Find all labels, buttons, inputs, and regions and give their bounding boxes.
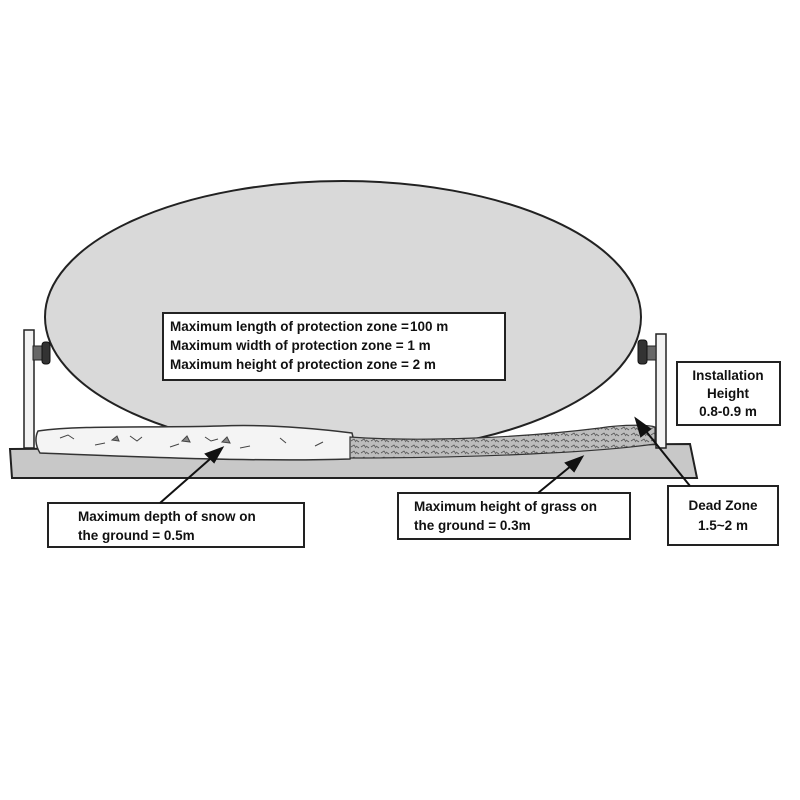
protection-zone-box — [162, 312, 506, 381]
grass-height-label-line2: the ground = 0.3m — [414, 518, 531, 533]
grass-height-box — [397, 492, 631, 540]
dead-zone-value: 1.5~2 m — [698, 518, 748, 533]
max-height-label: Maximum height of protection zone = 2 m — [170, 357, 436, 372]
max-width-label: Maximum width of protection zone = 1 m — [170, 338, 431, 353]
snow-depth-box — [47, 502, 305, 548]
snow-layer — [35, 424, 355, 461]
max-length-label: Maximum length of protection zone = 100 … — [170, 319, 448, 334]
dead-zone-label: Dead Zone — [688, 498, 758, 513]
pointer-arrows — [159, 416, 691, 504]
installation-label: Installation — [692, 368, 763, 383]
dead-zone-box — [667, 485, 779, 546]
grass-layer — [349, 424, 656, 459]
installation-height-label: Height — [707, 386, 750, 401]
right-sensor-post — [637, 333, 667, 449]
grass-arrowhead — [564, 455, 585, 473]
snow-texture — [59, 434, 324, 449]
grass-height-label-line1: Maximum height of grass on — [414, 499, 597, 514]
left-sensor-post — [23, 329, 51, 449]
dead-zone-arrow — [640, 424, 691, 487]
snow-arrow — [159, 451, 219, 504]
snow-depth-label-line2: the ground = 0.5m — [78, 528, 195, 543]
dead-zone-arrowhead — [634, 416, 652, 438]
snow-depth-label-line1: Maximum depth of snow on — [78, 509, 256, 524]
installation-height-box — [676, 361, 781, 426]
installation-height-value: 0.8-0.9 m — [699, 404, 757, 419]
snow-arrowhead — [204, 446, 225, 464]
